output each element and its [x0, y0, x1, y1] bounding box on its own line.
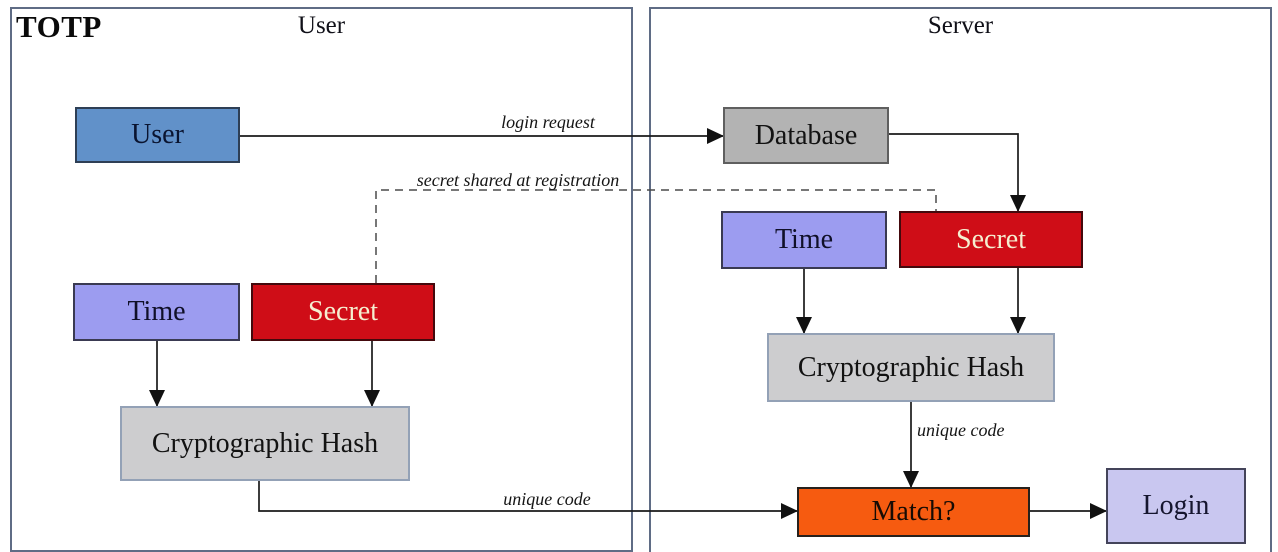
cryptographic-hash-node-server-side: Cryptographic Hash	[767, 333, 1055, 402]
login-request-label: login request	[501, 112, 595, 132]
unique-code-label-user-side: unique code	[503, 489, 591, 509]
cryptographic-hash-node-user-side: Cryptographic Hash	[120, 406, 410, 481]
time-node-user-side: Time	[73, 283, 240, 341]
user-node: User	[75, 107, 240, 163]
unique-code-label-server-side: unique code	[917, 420, 1005, 440]
time-node-server-side: Time	[721, 211, 887, 269]
login-node: Login	[1106, 468, 1246, 544]
database-node: Database	[723, 107, 889, 164]
user-panel-title: User	[297, 12, 346, 39]
server-panel-title: Server	[927, 12, 994, 39]
diagram-title: TOTP	[16, 9, 102, 44]
secret-node-user-side: Secret	[251, 283, 435, 341]
secret-node-server-side: Secret	[899, 211, 1083, 268]
secret-shared-label: secret shared at registration	[416, 170, 620, 190]
match-node: Match?	[797, 487, 1030, 537]
